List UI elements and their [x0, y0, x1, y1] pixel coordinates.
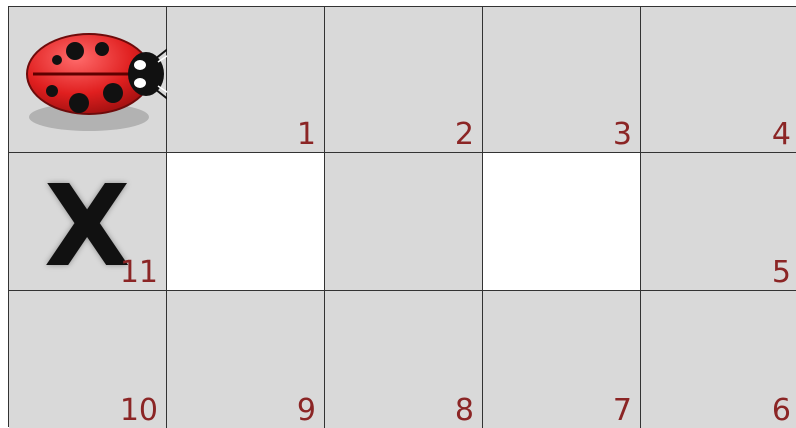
- cell-6[interactable]: 6: [641, 291, 796, 428]
- cell-2[interactable]: 2: [325, 7, 483, 153]
- cell-number-9: 9: [297, 396, 316, 426]
- cell-start[interactable]: [9, 7, 167, 153]
- cell-number-6: 6: [772, 396, 791, 426]
- cell-number-1: 1: [297, 120, 316, 150]
- cell-number-5: 5: [772, 258, 791, 288]
- cell-number-11: 11: [120, 258, 158, 288]
- cell-1[interactable]: 1: [167, 7, 325, 153]
- cell-number-7: 7: [613, 396, 632, 426]
- cell-4[interactable]: 4: [641, 7, 796, 153]
- cell-10[interactable]: 10: [9, 291, 167, 428]
- game-board: 1 2 3 4 X 11 5 10 9 8 7 6: [8, 6, 796, 427]
- cell-empty-right: [483, 153, 641, 291]
- cell-7[interactable]: 7: [483, 291, 641, 428]
- cell-empty-middle: [325, 153, 483, 291]
- target-x-mark: X: [44, 171, 130, 283]
- cell-9[interactable]: 9: [167, 291, 325, 428]
- cell-number-3: 3: [613, 120, 632, 150]
- cell-11[interactable]: X 11: [9, 153, 167, 291]
- cell-number-2: 2: [455, 120, 474, 150]
- cell-8[interactable]: 8: [325, 291, 483, 428]
- cell-empty-left: [167, 153, 325, 291]
- cell-3[interactable]: 3: [483, 7, 641, 153]
- cell-number-10: 10: [120, 396, 158, 426]
- cell-5[interactable]: 5: [641, 153, 796, 291]
- cell-number-4: 4: [772, 120, 791, 150]
- cell-number-8: 8: [455, 396, 474, 426]
